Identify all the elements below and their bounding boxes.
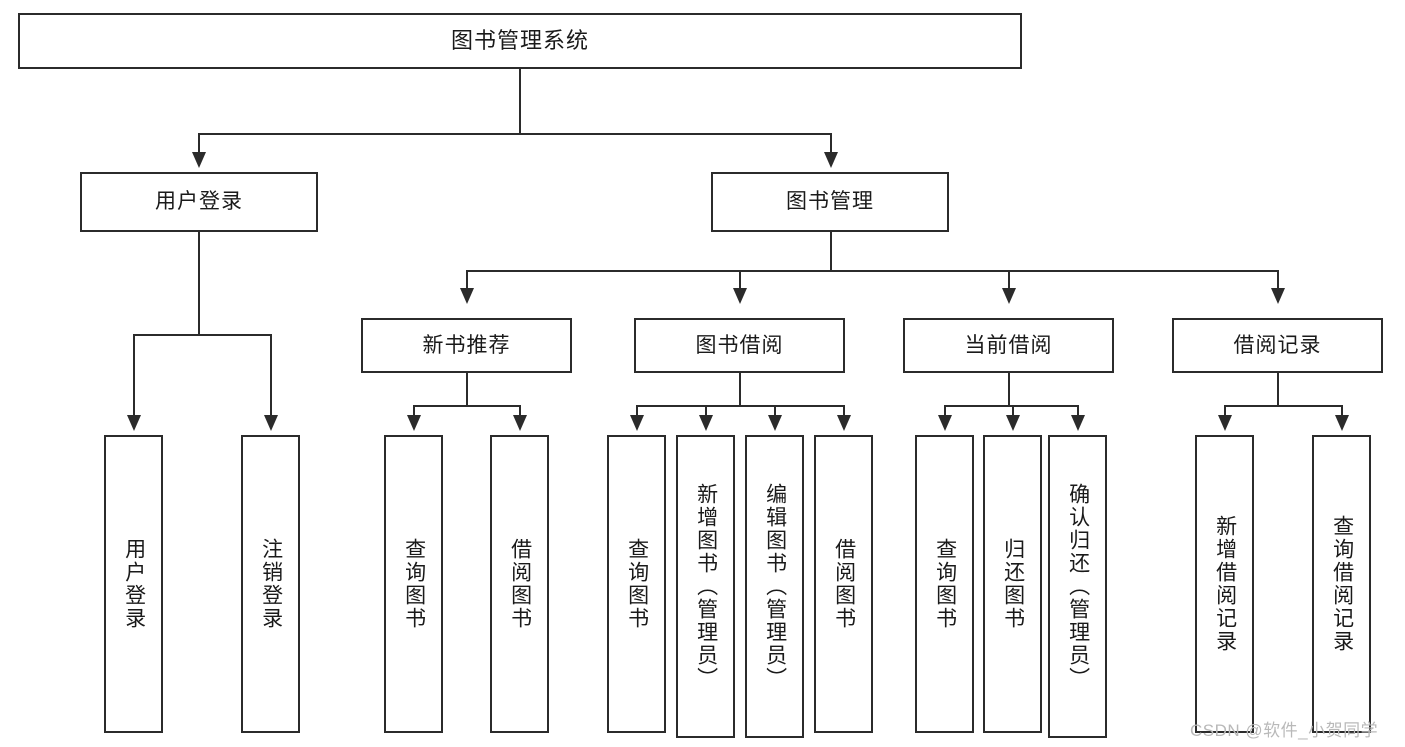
node-current-borrow[interactable]: 当前借阅 [903, 318, 1114, 373]
edge-user-login-bus [133, 334, 270, 336]
csdn-watermark: CSDN @软件_小贺同学 [1190, 721, 1379, 740]
leaf-query-books-borrow[interactable]: 查询图书 [607, 435, 666, 733]
edge-cb-child-3 [1077, 405, 1079, 418]
edge-to-current-borrow [1008, 270, 1010, 290]
edge-current-borrow-bus [944, 405, 1077, 407]
node-label: 新书推荐 [422, 333, 511, 357]
arrowhead-br-child-1 [1218, 415, 1232, 431]
edge-level3-bus [466, 270, 1277, 272]
edge-cb-child-2 [1012, 405, 1014, 418]
arrowhead-book-management [824, 152, 838, 168]
arrowhead-bb-child-3 [768, 415, 782, 431]
leaf-borrow-books-recommend[interactable]: 借阅图书 [490, 435, 549, 733]
node-user-login[interactable]: 用户登录 [80, 172, 318, 232]
leaf-borrow-books[interactable]: 借阅图书 [814, 435, 873, 733]
node-label: 新增借阅记录 [1213, 515, 1237, 653]
leaf-add-book-admin[interactable]: 新增图书（管理员） [676, 435, 735, 738]
edge-nbr-child-2 [519, 405, 521, 418]
node-label: 查询图书 [933, 538, 957, 630]
node-label: 查询借阅记录 [1330, 515, 1354, 653]
arrowhead-br-child-2 [1335, 415, 1349, 431]
edge-level2-bus [198, 133, 831, 135]
node-label: 归还图书 [1001, 538, 1025, 630]
edge-cb-child-1 [944, 405, 946, 418]
node-label: 查询图书 [402, 538, 426, 630]
leaf-return-books[interactable]: 归还图书 [983, 435, 1042, 733]
node-book-management[interactable]: 图书管理 [711, 172, 949, 232]
leaf-user-login[interactable]: 用户登录 [104, 435, 163, 733]
leaf-query-books-current[interactable]: 查询图书 [915, 435, 974, 733]
arrowhead-nbr-child-1 [407, 415, 421, 431]
edge-nbr-child-1 [413, 405, 415, 418]
leaf-add-borrow-record[interactable]: 新增借阅记录 [1195, 435, 1254, 733]
arrowhead-borrow-record [1271, 288, 1285, 304]
node-new-book-recommend[interactable]: 新书推荐 [361, 318, 572, 373]
leaf-confirm-return-admin[interactable]: 确认归还（管理员） [1048, 435, 1107, 738]
node-label: 用户登录 [155, 190, 243, 214]
edge-to-book-borrow [739, 270, 741, 290]
node-label: 图书借阅 [695, 333, 784, 357]
edge-book-management-stem [830, 232, 832, 270]
edge-borrow-record-stem [1277, 373, 1279, 405]
edge-br-child-2 [1341, 405, 1343, 418]
edge-user-login-child-2 [270, 334, 272, 418]
edge-root-stem [519, 69, 521, 133]
leaf-query-books-recommend[interactable]: 查询图书 [384, 435, 443, 733]
node-label: 借阅图书 [508, 538, 532, 630]
edge-to-user-login [198, 133, 200, 155]
node-label: 图书管理系统 [450, 27, 589, 53]
node-label: 借阅图书 [832, 538, 856, 630]
arrowhead-current-borrow [1002, 288, 1016, 304]
edge-to-borrow-record [1277, 270, 1279, 290]
edge-bb-child-1 [636, 405, 638, 418]
edge-new-book-recommend-bus [413, 405, 519, 407]
edge-book-borrow-bus [636, 405, 843, 407]
leaf-logout[interactable]: 注销登录 [241, 435, 300, 733]
arrowhead-new-book-recommend [460, 288, 474, 304]
node-borrow-record[interactable]: 借阅记录 [1172, 318, 1383, 373]
leaf-query-borrow-record[interactable]: 查询借阅记录 [1312, 435, 1371, 733]
edge-current-borrow-stem [1008, 373, 1010, 405]
arrowhead-nbr-child-2 [513, 415, 527, 431]
edge-to-book-management [830, 133, 832, 155]
arrowhead-bb-child-4 [837, 415, 851, 431]
node-label: 借阅记录 [1233, 333, 1322, 357]
node-root-book-management-system[interactable]: 图书管理系统 [18, 13, 1022, 69]
arrowhead-user-login-child-1 [127, 415, 141, 431]
arrowhead-cb-child-3 [1071, 415, 1085, 431]
arrowhead-cb-child-2 [1006, 415, 1020, 431]
node-label: 用户登录 [122, 538, 146, 630]
leaf-edit-book-admin[interactable]: 编辑图书（管理员） [745, 435, 804, 738]
node-label: 图书管理 [786, 190, 874, 214]
arrowhead-book-borrow [733, 288, 747, 304]
edge-book-borrow-stem [739, 373, 741, 405]
edge-new-book-recommend-stem [466, 373, 468, 405]
node-label: 确认归还（管理员） [1066, 483, 1090, 690]
arrowhead-user-login-child-2 [264, 415, 278, 431]
node-book-borrow[interactable]: 图书借阅 [634, 318, 845, 373]
arrowhead-bb-child-1 [630, 415, 644, 431]
arrowhead-cb-child-1 [938, 415, 952, 431]
edge-bb-child-3 [774, 405, 776, 418]
edge-br-child-1 [1224, 405, 1226, 418]
node-label: 编辑图书（管理员） [763, 483, 787, 690]
node-label: 查询图书 [625, 538, 649, 630]
node-label: 新增图书（管理员） [694, 483, 718, 690]
edge-borrow-record-bus [1224, 405, 1341, 407]
arrowhead-user-login [192, 152, 206, 168]
edge-user-login-child-1 [133, 334, 135, 418]
arrowhead-bb-child-2 [699, 415, 713, 431]
node-label: 当前借阅 [964, 333, 1053, 357]
edge-bb-child-2 [705, 405, 707, 418]
node-label: 注销登录 [259, 538, 283, 630]
edge-to-new-book-recommend [466, 270, 468, 290]
edge-user-login-stem [198, 232, 200, 334]
edge-bb-child-4 [843, 405, 845, 418]
